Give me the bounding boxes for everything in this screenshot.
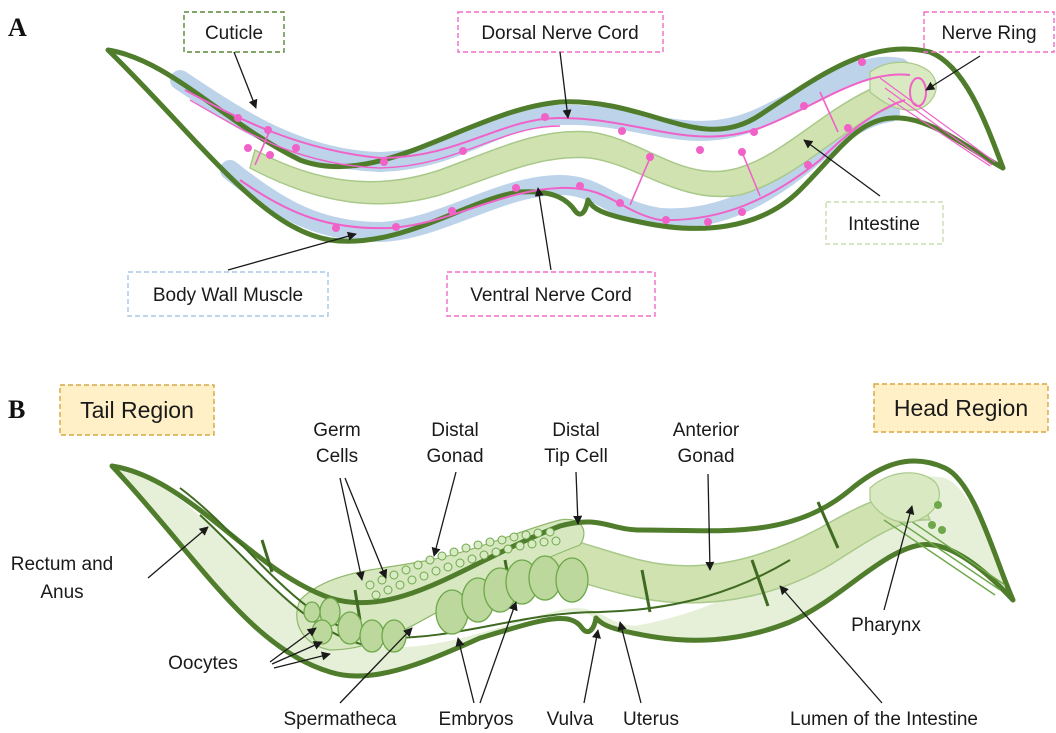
vulva-arrow (584, 630, 598, 703)
germ-cells-label-2: Cells (316, 446, 358, 467)
embryos-label: Embryos (439, 709, 514, 730)
oocytes-label: Oocytes (168, 653, 238, 674)
uterus-label: Uterus (623, 709, 679, 730)
head-region-label: Head Region (894, 395, 1028, 421)
distal-tip-cell-label-2: Tip Cell (544, 446, 608, 467)
ventral-nerve-cord-arrow (538, 188, 551, 270)
rectum-anus-label-1: Rectum and (11, 554, 113, 575)
germ-cells-label-1: Germ (313, 420, 361, 441)
vulva-label: Vulva (547, 709, 594, 730)
lumen-arrow (780, 586, 882, 703)
anterior-gonad-label-1: Anterior (673, 420, 740, 441)
ventral-nerve-cord-label: Ventral Nerve Cord (470, 285, 632, 306)
cuticle-arrow (234, 52, 256, 108)
cuticle-label: Cuticle (205, 23, 263, 44)
distal-gonad-arrow (434, 472, 456, 556)
tail-region-label: Tail Region (80, 397, 194, 423)
rectum-anus-label-2: Anus (40, 582, 83, 603)
nerve-ring-label: Nerve Ring (941, 23, 1036, 44)
distal-tip-cell-label-1: Distal (552, 420, 600, 441)
anterior-gonad-arrow (708, 474, 710, 570)
panel-b-worm (112, 461, 1013, 676)
intestine-label: Intestine (848, 214, 920, 235)
spermatheca-label: Spermatheca (283, 709, 396, 730)
distal-gonad-label-2: Gonad (426, 446, 483, 467)
pharynx-label: Pharynx (851, 615, 921, 636)
dorsal-nerve-cord-label: Dorsal Nerve Cord (481, 23, 638, 44)
panel-a-letter: A (8, 13, 27, 42)
body-wall-muscle-arrow (228, 234, 356, 270)
embryos-arrow-1 (458, 638, 474, 703)
anterior-gonad-label-2: Gonad (677, 446, 734, 467)
panel-a-worm (108, 49, 1003, 241)
panel-b-letter: B (8, 395, 25, 424)
distal-gonad-label-1: Distal (431, 420, 479, 441)
lumen-label: Lumen of the Intestine (790, 709, 978, 730)
body-wall-muscle-label: Body Wall Muscle (153, 285, 303, 306)
distal-tip-cell-arrow (576, 472, 578, 524)
